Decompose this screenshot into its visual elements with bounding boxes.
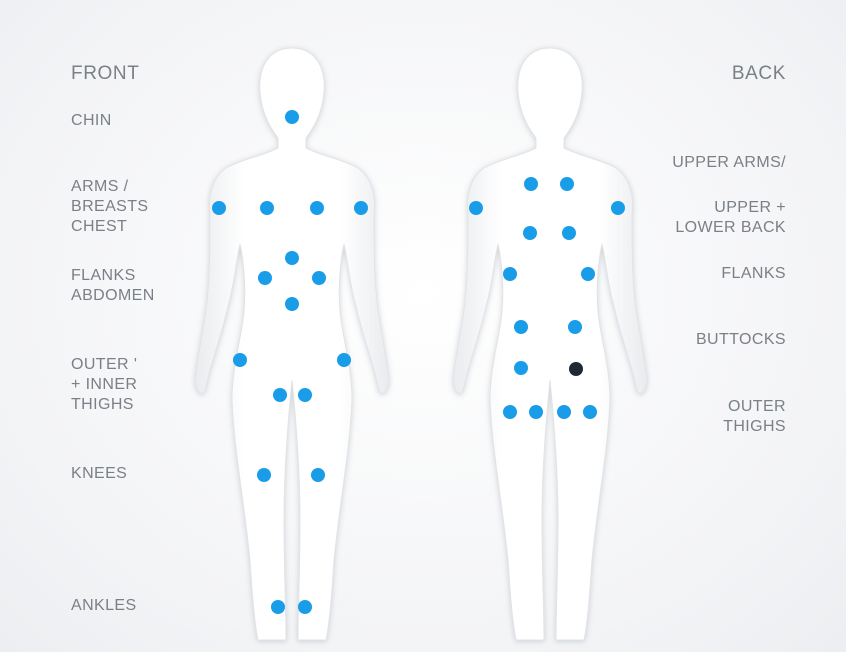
dot-breast-right bbox=[310, 201, 324, 215]
dot-outer-thigh-right bbox=[337, 353, 351, 367]
dot-outer-thigh-back-3 bbox=[557, 405, 571, 419]
dot-upper-back-right bbox=[560, 177, 574, 191]
dot-buttock-left-top bbox=[514, 320, 528, 334]
label-thighs: OUTER ' + INNER THIGHS bbox=[71, 355, 137, 415]
dot-outer-thigh-back-1 bbox=[503, 405, 517, 419]
dot-breast-left bbox=[260, 201, 274, 215]
dot-upper-back-left bbox=[524, 177, 538, 191]
dot-abdomen-top bbox=[285, 251, 299, 265]
dot-lower-back-right bbox=[562, 226, 576, 240]
dot-knee-right bbox=[311, 468, 325, 482]
dot-buttock-right-top bbox=[568, 320, 582, 334]
dot-abdomen-bottom bbox=[285, 297, 299, 311]
label-ankles: ANKLES bbox=[71, 596, 137, 616]
dot-back-flank-right bbox=[581, 267, 595, 281]
dot-arm-right bbox=[354, 201, 368, 215]
dot-buttock-right-bottom bbox=[569, 362, 583, 376]
dot-lower-back-left bbox=[523, 226, 537, 240]
label-outer-thighs: OUTER THIGHS bbox=[723, 397, 786, 437]
label-back-flanks: FLANKS bbox=[721, 264, 786, 284]
dot-upper-arm-right bbox=[611, 201, 625, 215]
label-upper-arms: UPPER ARMS/ bbox=[672, 153, 786, 173]
dot-outer-thigh-back-2 bbox=[529, 405, 543, 419]
dot-ankle-right bbox=[298, 600, 312, 614]
back-title: BACK bbox=[732, 64, 786, 84]
dot-back-flank-left bbox=[503, 267, 517, 281]
dot-chin bbox=[285, 110, 299, 124]
dot-inner-thigh-left bbox=[273, 388, 287, 402]
dot-outer-thigh-back-4 bbox=[583, 405, 597, 419]
label-arms-breasts-chest: ARMS / BREASTS CHEST bbox=[71, 177, 149, 237]
label-upper-lower-back: UPPER + LOWER BACK bbox=[675, 198, 786, 238]
back-body-silhouette bbox=[453, 48, 647, 640]
dot-knee-left bbox=[257, 468, 271, 482]
dot-upper-arm-left bbox=[469, 201, 483, 215]
dot-flank-left bbox=[258, 271, 272, 285]
front-body-silhouette bbox=[195, 48, 389, 640]
front-title: FRONT bbox=[71, 64, 139, 84]
label-knees: KNEES bbox=[71, 464, 127, 484]
label-buttocks: BUTTOCKS bbox=[696, 330, 786, 350]
dot-flank-right bbox=[312, 271, 326, 285]
dot-inner-thigh-right bbox=[298, 388, 312, 402]
dot-ankle-left bbox=[271, 600, 285, 614]
dot-buttock-left-bottom bbox=[514, 361, 528, 375]
dot-outer-thigh-left bbox=[233, 353, 247, 367]
dot-arm-left bbox=[212, 201, 226, 215]
label-chin: CHIN bbox=[71, 111, 112, 131]
label-flanks-abdomen: FLANKS ABDOMEN bbox=[71, 266, 155, 306]
